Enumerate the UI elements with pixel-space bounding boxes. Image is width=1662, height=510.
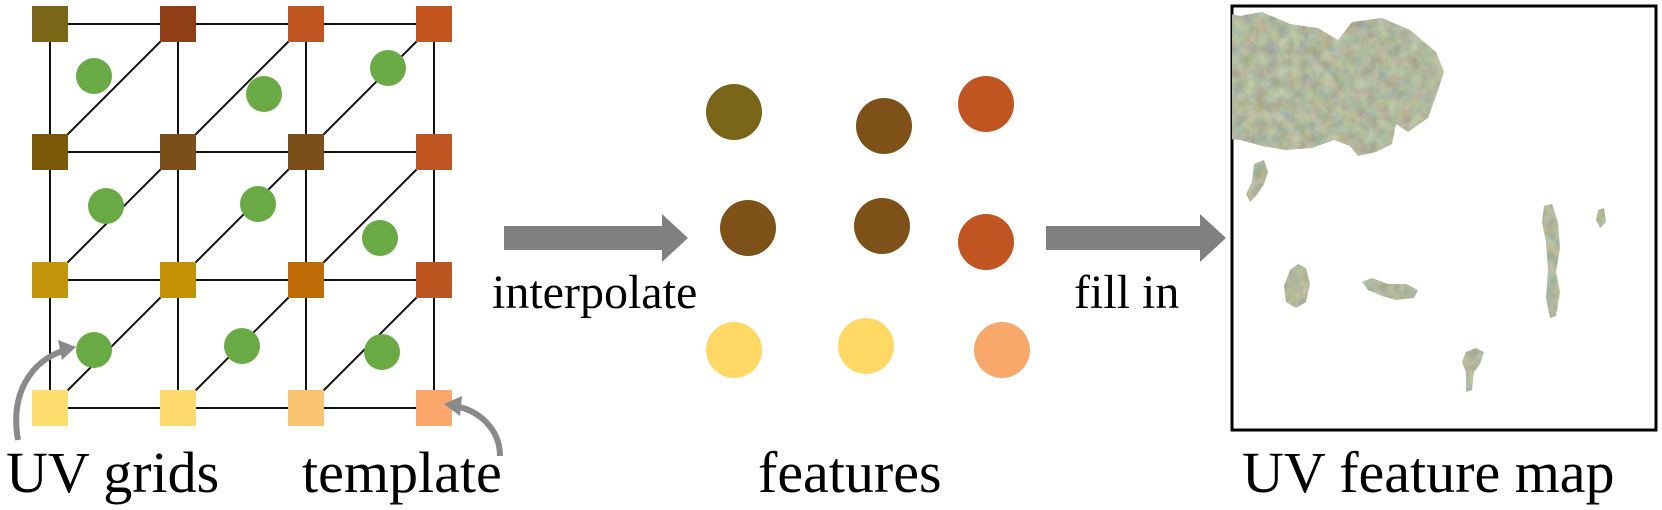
uv-feature-map-frame [1230,4,1658,432]
uv-sample-point [76,58,112,94]
feature-circle [854,198,910,254]
uv-grid-panel [32,6,452,426]
template-square [416,134,452,170]
uv-sample-point [88,188,124,224]
template-square [32,390,68,426]
feature-circle [838,318,894,374]
feature-circle [706,322,762,378]
template-square [288,134,324,170]
feature-panel [706,76,1030,378]
interpolate-arrow [504,214,688,262]
uv-sample-point [76,332,112,368]
interpolate-label: interpolate [492,266,697,319]
grid-diagonal [49,279,179,409]
template-square [416,262,452,298]
template-square [288,6,324,42]
template-square [160,6,196,42]
uv-sample-point [240,186,276,222]
uv-grids-pointer-arrowhead [58,340,76,360]
template-square [160,390,196,426]
uv-sample-point [364,334,400,370]
uv-grids-label: UV grids [6,440,219,505]
template-pointer-arrow [453,403,503,457]
grid-diagonal [177,23,307,153]
template-label: template [302,440,502,505]
uv-grids-pointer-arrow [13,347,67,441]
feature-circle [974,322,1030,378]
feature-circle [720,200,776,256]
uv-sample-point [246,76,282,112]
feature-circle [856,98,912,154]
grid-diagonal [305,151,435,281]
template-square [32,134,68,170]
template-square [160,262,196,298]
feature-circle [958,76,1014,132]
template-pointer-arrowhead [444,396,462,416]
uv-sample-point [224,328,260,364]
uv-sample-point [370,50,406,86]
template-square [416,390,452,426]
feature-circle [706,84,762,140]
template-square [160,134,196,170]
grid-diagonal [49,23,179,153]
uv-feature-map-panel [1230,4,1658,432]
template-square [288,390,324,426]
feature-circle [958,214,1014,270]
uv-sample-point [362,220,398,256]
template-square [288,262,324,298]
template-square [32,6,68,42]
features-label: features [758,440,942,505]
grid-diagonal [177,151,307,281]
template-square [416,6,452,42]
template-square [32,262,68,298]
grid-diagonal [305,23,435,153]
fill-in-arrow [1046,214,1226,262]
fill-in-label: fill in [1074,266,1179,319]
uv-feature-map-label: UV feature map [1242,440,1615,505]
